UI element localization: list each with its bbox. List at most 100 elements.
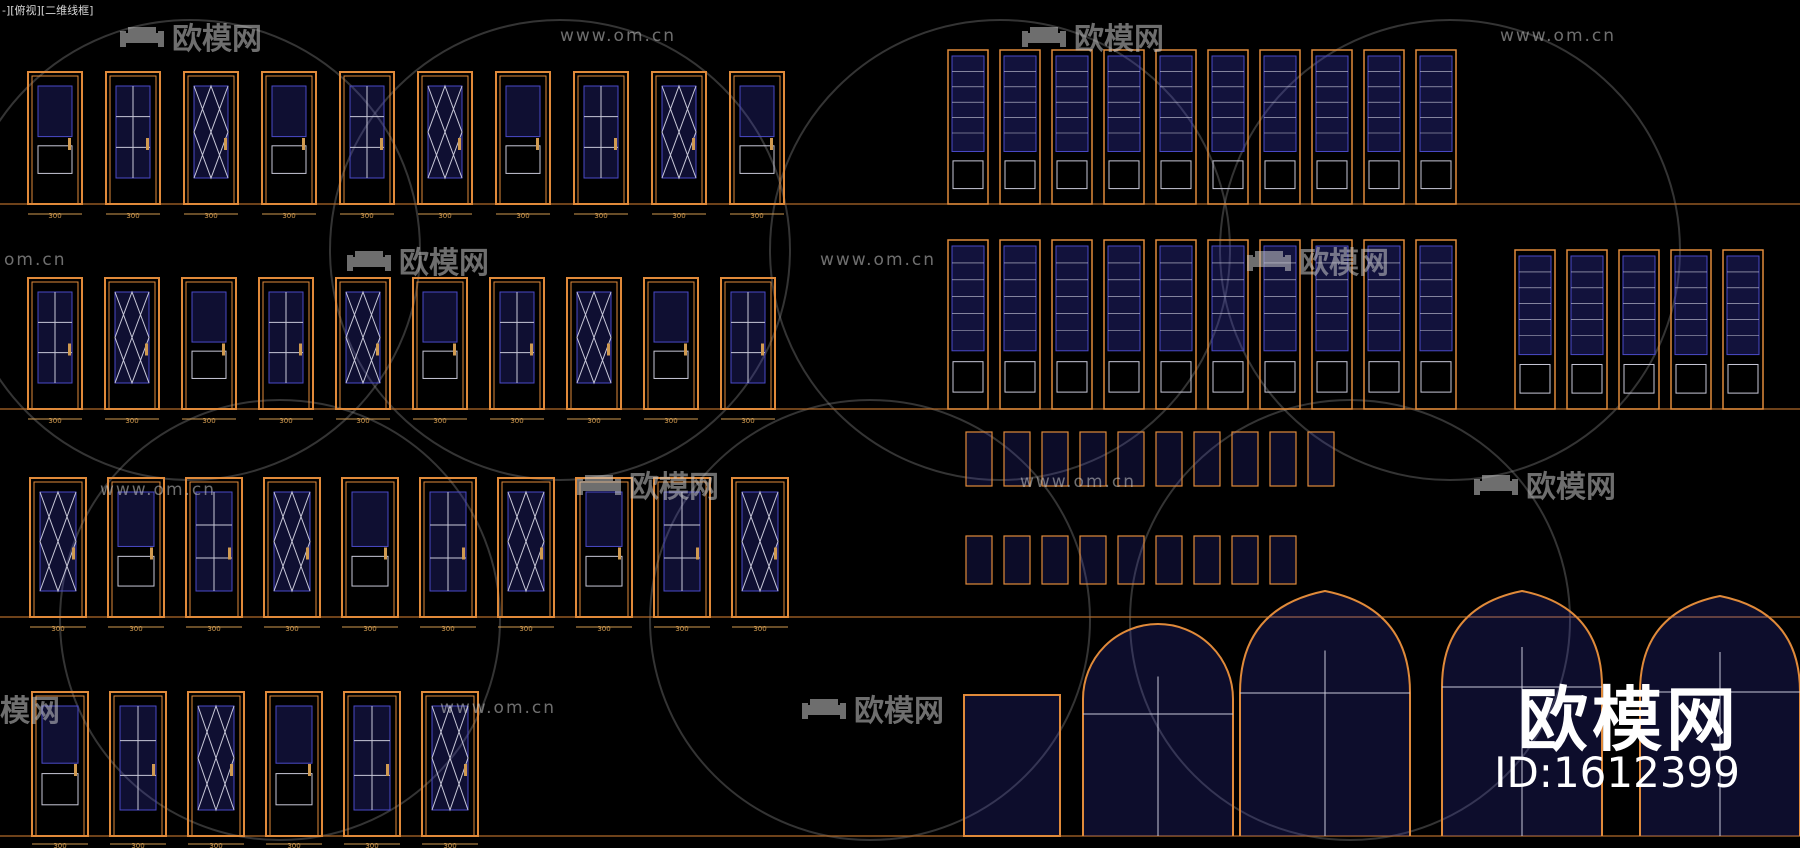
door-panel (585, 555, 623, 587)
dimension-label: 300 (365, 842, 378, 848)
door-elevation[interactable] (258, 277, 314, 410)
door-elevation[interactable] (339, 71, 395, 205)
lattice-door[interactable] (1259, 49, 1301, 205)
lattice-frame (1155, 239, 1197, 410)
lattice-door[interactable] (999, 239, 1041, 410)
door-elevation[interactable] (263, 477, 321, 618)
lattice-panel (952, 361, 984, 393)
door-elevation[interactable] (265, 691, 323, 837)
arched-door[interactable] (1239, 589, 1411, 836)
door-handle (376, 343, 379, 356)
lattice-door[interactable] (1103, 239, 1145, 410)
door-elevation[interactable] (421, 691, 479, 837)
lattice-door[interactable] (947, 239, 989, 410)
door-elevation[interactable] (105, 71, 161, 205)
small-panel (1041, 431, 1069, 487)
lattice-door[interactable] (999, 49, 1041, 205)
door-inner-frame (343, 75, 391, 205)
door-handle (684, 343, 687, 356)
door-elevation[interactable] (412, 277, 468, 410)
door-elevation[interactable] (261, 71, 317, 205)
lattice-door[interactable] (1566, 249, 1608, 410)
lattice-door[interactable] (1415, 239, 1457, 410)
glass-pattern (427, 84, 463, 180)
dimension-label: 300 (125, 417, 138, 425)
door-elevation[interactable] (495, 71, 551, 205)
lattice-door[interactable] (1514, 249, 1556, 410)
dimension-label: 300 (675, 625, 688, 633)
door-handle (380, 138, 383, 150)
brand-name: 欧模网 (1518, 679, 1740, 761)
door-elevation[interactable] (185, 477, 243, 618)
door-elevation[interactable] (489, 277, 545, 410)
arched-door[interactable] (1441, 589, 1603, 836)
door-elevation[interactable] (643, 277, 699, 410)
dimension-label: 300 (129, 625, 142, 633)
door-elevation[interactable] (104, 277, 160, 410)
door-elevation[interactable] (181, 277, 237, 410)
lattice-frame (947, 239, 989, 410)
lattice-door[interactable] (1722, 249, 1764, 410)
glass-pattern (114, 290, 150, 385)
lattice-door[interactable] (1618, 249, 1660, 410)
door-elevation[interactable] (109, 691, 167, 837)
lattice-door[interactable] (1051, 49, 1093, 205)
small-panel (1231, 535, 1259, 585)
lattice-door[interactable] (1363, 49, 1405, 205)
door-inner-frame (262, 281, 310, 410)
door-elevation[interactable] (187, 691, 245, 837)
door-elevation[interactable] (107, 477, 165, 618)
door-elevation[interactable] (27, 71, 83, 205)
small-panel (1269, 431, 1297, 487)
door-panel (271, 145, 307, 174)
arched-door[interactable] (1639, 594, 1800, 836)
door-elevation[interactable] (651, 71, 707, 205)
door-elevation[interactable] (419, 477, 477, 618)
door-elevation[interactable] (731, 477, 789, 618)
door-elevation[interactable] (573, 71, 629, 205)
lattice-door[interactable] (947, 49, 989, 205)
lattice-door[interactable] (1311, 49, 1353, 205)
door-elevation[interactable] (27, 277, 83, 410)
door-elevation[interactable] (720, 277, 776, 410)
watermark-logo: 欧模网 (1245, 238, 1389, 282)
door-inner-frame (265, 75, 313, 205)
door-inner-frame (31, 75, 79, 205)
lattice-door[interactable] (1207, 49, 1249, 205)
door-elevation[interactable] (335, 277, 391, 410)
lattice-frame (1311, 49, 1353, 205)
lattice-panel (1368, 160, 1400, 190)
door-elevation[interactable] (183, 71, 239, 205)
lattice-glass (1159, 245, 1193, 352)
lattice-door[interactable] (1155, 239, 1197, 410)
door-inner-frame (501, 481, 551, 618)
glass-pattern (576, 290, 612, 385)
door-elevation[interactable] (417, 71, 473, 205)
lattice-door[interactable] (1311, 239, 1353, 410)
lattice-door[interactable] (1415, 49, 1457, 205)
door-elevation[interactable] (566, 277, 622, 410)
door-inner-frame (269, 695, 319, 837)
door-elevation[interactable] (343, 691, 401, 837)
watermark-logo-text: 欧模网 (172, 22, 262, 57)
door-inner-frame (735, 481, 785, 618)
door-elevation[interactable] (497, 477, 555, 618)
dimension-label: 300 (51, 625, 64, 633)
door-handle (228, 547, 231, 560)
lattice-door[interactable] (1363, 239, 1405, 410)
lattice-door[interactable] (1207, 239, 1249, 410)
door-elevation[interactable] (729, 71, 785, 205)
viewport-label[interactable]: -][俯视][二维线框] (2, 4, 94, 17)
lattice-door[interactable] (1103, 49, 1145, 205)
door-elevation[interactable] (31, 691, 89, 837)
door-handle (540, 547, 543, 560)
dimension-label: 300 (204, 212, 217, 220)
door-elevation[interactable] (29, 477, 87, 618)
lattice-door[interactable] (1155, 49, 1197, 205)
arched-door[interactable] (1082, 623, 1234, 836)
lattice-door[interactable] (1051, 239, 1093, 410)
door-elevation[interactable] (653, 477, 711, 618)
door-elevation[interactable] (341, 477, 399, 618)
lattice-door[interactable] (1670, 249, 1712, 410)
